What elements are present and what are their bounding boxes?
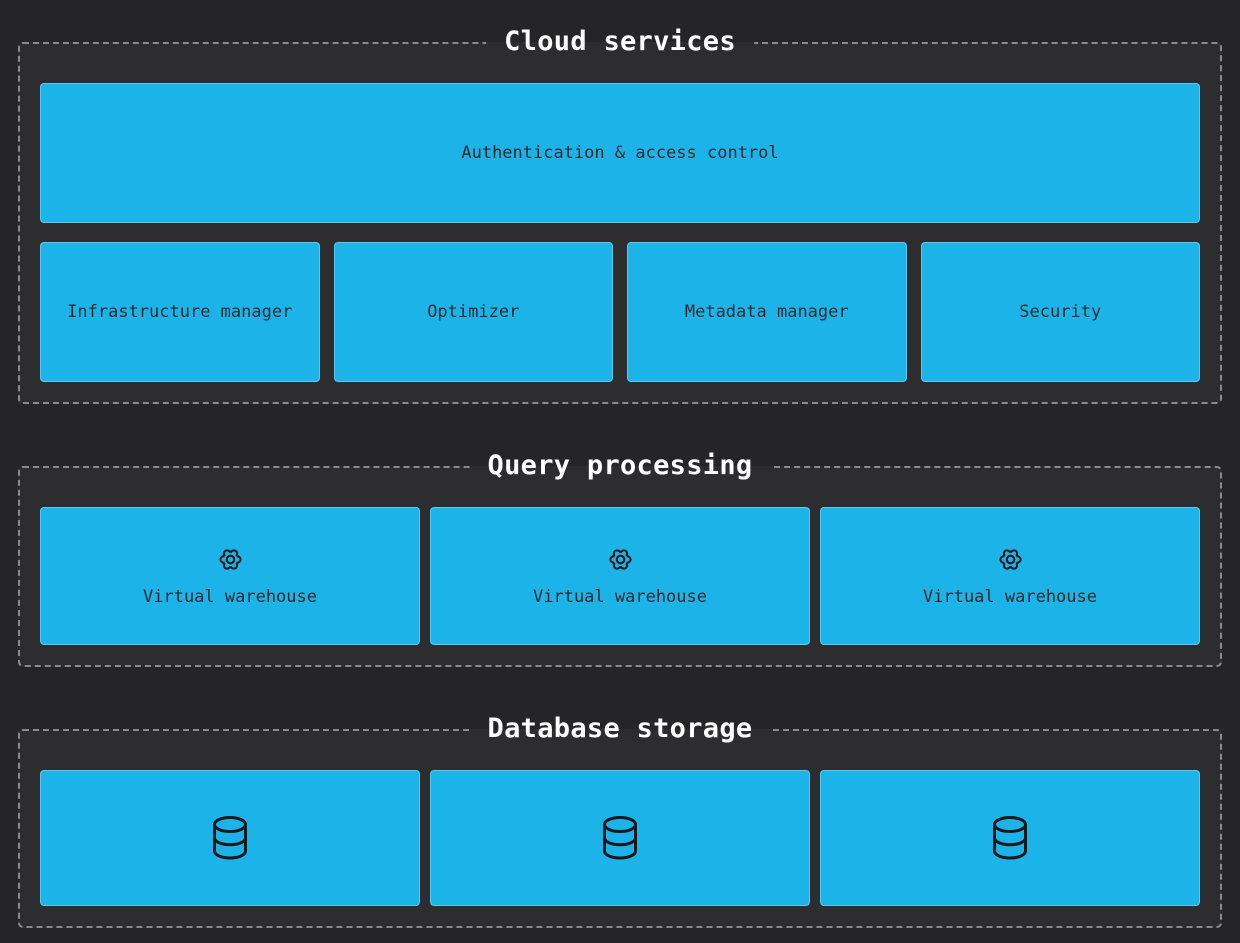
- database-box: [40, 770, 420, 906]
- section-database-storage: Database storage: [18, 712, 1222, 928]
- database-icon: [597, 814, 643, 862]
- virtual-warehouse-label: Virtual warehouse: [143, 586, 317, 607]
- gear-icon: [217, 546, 244, 573]
- metadata-manager-label: Metadata manager: [684, 302, 849, 322]
- gear-icon: [607, 546, 634, 573]
- section-title-query-processing: Query processing: [469, 449, 771, 483]
- virtual-warehouse-label: Virtual warehouse: [533, 586, 707, 607]
- infrastructure-manager-label: Infrastructure manager: [67, 302, 293, 322]
- security-box: Security: [920, 242, 1200, 382]
- database-box: [820, 770, 1200, 906]
- infrastructure-manager-box: Infrastructure manager: [40, 242, 320, 382]
- metadata-manager-box: Metadata manager: [627, 242, 907, 382]
- virtual-warehouse-box: Virtual warehouse: [820, 507, 1200, 645]
- query-processing-row: Virtual warehouse: [40, 507, 1200, 645]
- auth-access-control-box: Authentication & access control: [40, 83, 1200, 223]
- virtual-warehouse-label: Virtual warehouse: [923, 586, 1097, 607]
- database-icon: [207, 814, 253, 862]
- security-label: Security: [1019, 302, 1102, 322]
- database-icon: [987, 814, 1033, 862]
- optimizer-label: Optimizer: [427, 302, 520, 322]
- section-title-database-storage: Database storage: [469, 712, 771, 746]
- virtual-warehouse-box: Virtual warehouse: [430, 507, 810, 645]
- section-query-processing: Query processing: [18, 449, 1222, 667]
- auth-access-control-label: Authentication & access control: [461, 143, 779, 163]
- database-storage-row: [40, 770, 1200, 906]
- virtual-warehouse-box: Virtual warehouse: [40, 507, 420, 645]
- optimizer-box: Optimizer: [333, 242, 613, 382]
- database-box: [430, 770, 810, 906]
- cloud-services-row: Infrastructure manager Optimizer Metadat…: [40, 242, 1200, 382]
- section-title-cloud-services: Cloud services: [486, 25, 754, 59]
- gear-icon: [997, 546, 1024, 573]
- section-cloud-services: Cloud services Authentication & access c…: [18, 25, 1222, 404]
